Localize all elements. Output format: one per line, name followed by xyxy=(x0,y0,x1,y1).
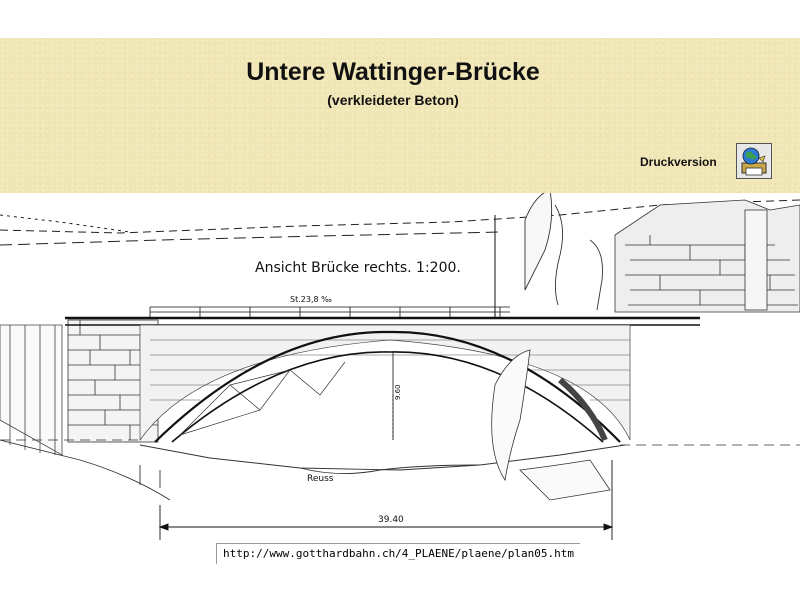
page-subtitle: (verkleideter Beton) xyxy=(327,92,459,108)
bridge-elevation-drawing: Ansicht Brücke rechts. 1:200. St.23,8 ‰ … xyxy=(0,193,800,540)
header-banner: Untere Wattinger-Brücke (verkleideter Be… xyxy=(0,38,800,193)
river-label: Reuss xyxy=(307,474,334,484)
print-version-button[interactable] xyxy=(736,143,772,179)
page-title: Untere Wattinger-Brücke xyxy=(246,58,540,86)
gradient-label: St.23,8 ‰ xyxy=(290,295,332,304)
height-label: 9.60 xyxy=(394,384,402,400)
print-version-icon xyxy=(741,147,767,176)
span-label: 39.40 xyxy=(378,515,404,525)
view-label: Ansicht Brücke rechts. 1:200. xyxy=(255,260,461,276)
print-version-label[interactable]: Druckversion xyxy=(640,155,717,169)
source-url-link[interactable]: http://www.gotthardbahn.ch/4_PLAENE/plae… xyxy=(216,543,580,564)
